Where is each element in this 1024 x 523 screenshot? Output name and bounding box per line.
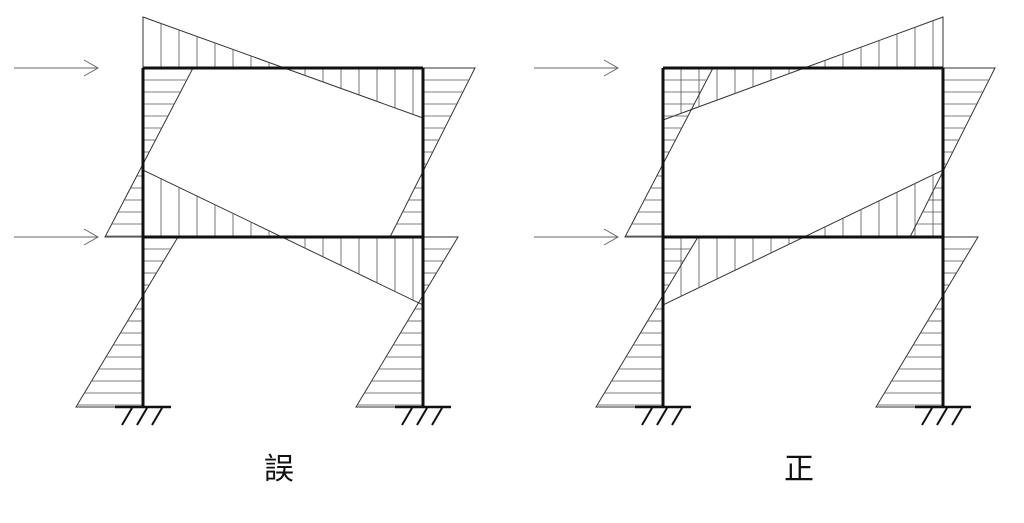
right-support-hatch [921,407,933,426]
caption-wrong: 誤 [264,452,294,487]
load-arrow-middle-head [83,228,100,246]
left-support-hatch [121,407,133,426]
right-support-hatch [401,407,413,426]
load-arrow-top-head [83,59,100,77]
left-support-hatch [641,407,653,426]
right-lower-column-moment-outline [355,236,459,408]
left-support-hatch [671,407,683,426]
load-arrow-middle-head [603,228,620,246]
left-support-hatch [136,407,148,426]
right-support-hatch [936,407,948,426]
left-support-hatch [656,407,668,426]
right-support-hatch [431,407,443,426]
right-support-hatch [951,407,963,426]
load-arrow-top-head [603,59,620,77]
left-lower-column-moment-outline [75,236,179,408]
right-lower-column-moment-outline [875,236,979,408]
left-lower-column-moment-outline [595,236,699,408]
left-support-hatch [151,407,163,426]
right-support-hatch [416,407,428,426]
caption-right: 正 [784,452,814,487]
